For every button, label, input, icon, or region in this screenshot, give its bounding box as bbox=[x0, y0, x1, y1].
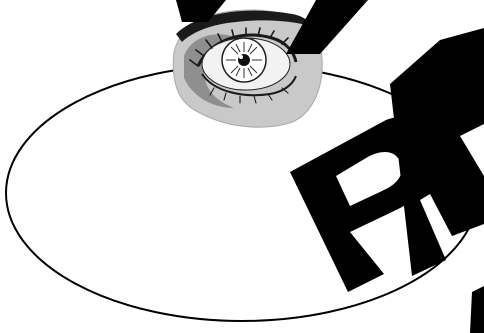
pupil-highlight bbox=[239, 55, 243, 59]
watermark-corner-right bbox=[470, 286, 484, 333]
eye-icon bbox=[173, 10, 322, 127]
